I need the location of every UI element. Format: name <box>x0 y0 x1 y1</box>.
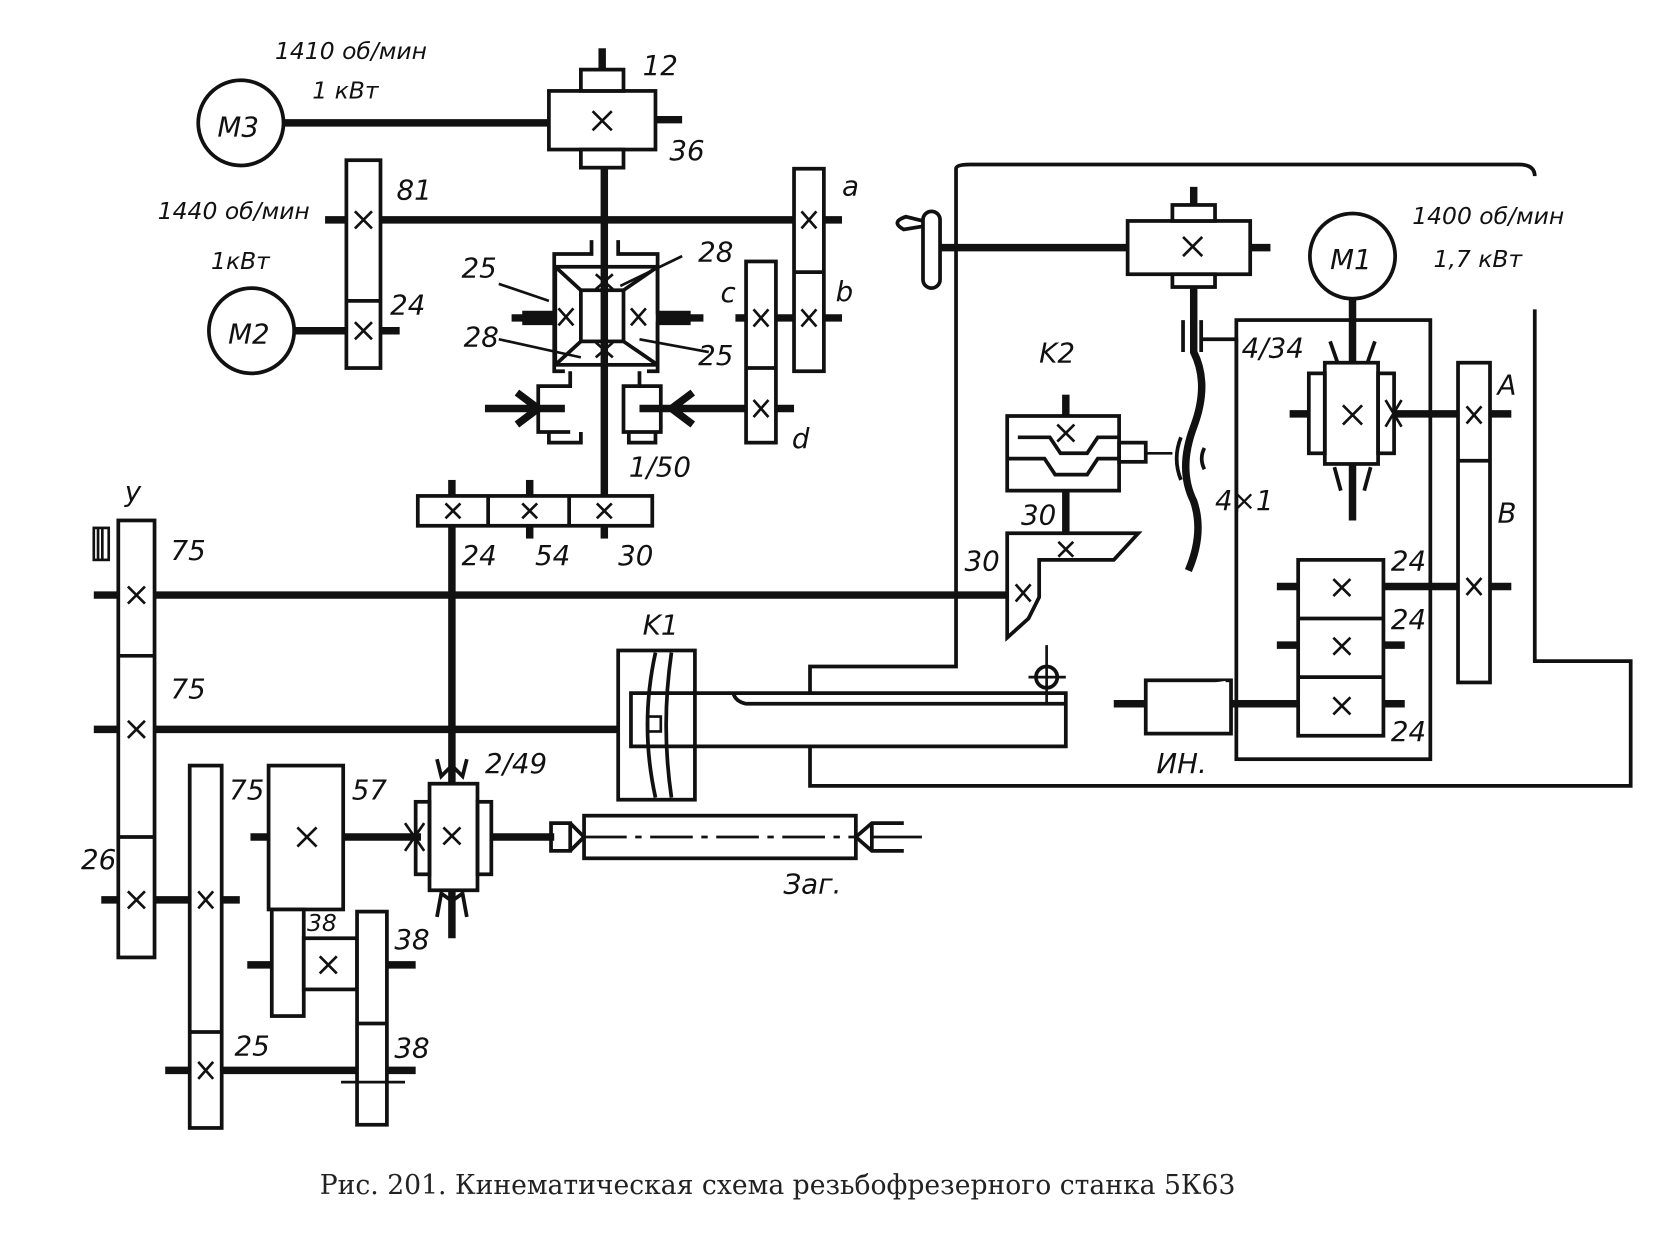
m1-speed: 1400 об/мин <box>1412 202 1564 230</box>
gear-57-38-block <box>247 763 421 1127</box>
workpiece <box>549 813 922 861</box>
differential <box>498 240 710 374</box>
gear-38-a-label: 38 <box>307 909 337 937</box>
gear-57-label: 57 <box>352 774 388 807</box>
worm-2-49-label: 2/49 <box>485 747 547 780</box>
worm-2-49 <box>403 758 555 918</box>
gear-75-25 <box>165 763 358 1130</box>
clutch-k1-label: K1 <box>643 608 679 641</box>
worm-4-34-label: 4/34 <box>1242 331 1304 364</box>
gear-24-row-label: 24 <box>461 539 496 572</box>
gear-25-label: 25 <box>234 1029 269 1062</box>
motor-m3: M3 <box>196 78 286 168</box>
m2-speed: 1440 об/мин <box>158 197 310 225</box>
gear-24-r1-label: 24 <box>1391 545 1426 578</box>
m2-power: 1кВт <box>211 247 271 275</box>
handwheel[interactable] <box>895 209 1128 290</box>
screw-4x1-label: 4×1 <box>1215 484 1273 517</box>
change-gear-c: c <box>720 276 735 309</box>
gear-row-24-54-30 <box>415 479 655 539</box>
clutch-k1 <box>616 648 697 802</box>
worm-gear-top-right <box>1125 186 1271 573</box>
change-gear-A: A <box>1495 369 1516 402</box>
change-gears-AB <box>1456 360 1512 685</box>
motor-m1: M1 <box>1308 211 1398 301</box>
gear-pair-81-24 <box>325 158 400 370</box>
gear-24-m2-label: 24 <box>390 289 425 322</box>
clutch-k2 <box>1005 394 1173 534</box>
gear-75-c-label: 75 <box>229 774 264 807</box>
bevel-30-b-label: 30 <box>965 545 1000 578</box>
gear-24-r3-label: 24 <box>1391 715 1426 748</box>
change-gear-y: у <box>124 475 142 508</box>
gear-train-y <box>92 518 157 960</box>
change-gear-b: b <box>836 275 854 308</box>
gear-54-row-label: 54 <box>535 539 570 572</box>
worm-1-50 <box>484 364 747 496</box>
gear-75-a-label: 75 <box>171 534 206 567</box>
change-gear-a: a <box>842 169 859 202</box>
gear-38-c-label: 38 <box>394 1032 429 1065</box>
diff-gear-25-b: 25 <box>698 339 733 372</box>
svg-text:M2: M2 <box>228 318 270 351</box>
indexing-label: ИН. <box>1156 747 1206 780</box>
worm-m1 <box>1289 298 1459 521</box>
gear-24-r2-label: 24 <box>1391 603 1426 636</box>
svg-text:M1: M1 <box>1330 243 1372 276</box>
svg-text:M3: M3 <box>217 111 259 144</box>
carriage-slide <box>629 162 1633 788</box>
indexing-cam <box>1113 678 1299 736</box>
m3-speed: 1410 об/мин <box>275 37 427 65</box>
clutch-k2-label: K2 <box>1039 337 1075 370</box>
diff-gear-28-a: 28 <box>698 235 733 268</box>
m1-power: 1,7 кВт <box>1434 245 1524 273</box>
motor-m2: M2 <box>207 286 297 376</box>
gear-12-label: 12 <box>643 49 678 82</box>
gear-26-label: 26 <box>81 843 116 876</box>
gear-75-b-label: 75 <box>171 672 206 705</box>
workpiece-label: Заг. <box>783 867 841 900</box>
change-gear-B: B <box>1497 497 1516 530</box>
bevel-30-a-label: 30 <box>1021 499 1056 532</box>
gear-38-b-label: 38 <box>394 923 429 956</box>
bevel-gears-30-30 <box>1005 531 1143 642</box>
diff-gear-28-b: 28 <box>464 321 499 354</box>
gearbox-housing <box>1234 318 1433 762</box>
gear-block-24x3 <box>1276 558 1459 738</box>
gear-36-label: 36 <box>669 134 704 167</box>
gear-30-row-label: 30 <box>618 539 653 572</box>
worm-1-50-label: 1/50 <box>629 451 691 484</box>
m3-power: 1 кВт <box>312 76 380 104</box>
change-gear-d: d <box>792 422 810 455</box>
change-gears-abcd <box>735 166 842 445</box>
diff-gear-25-a: 25 <box>461 251 496 284</box>
gear-81-label: 81 <box>396 174 431 207</box>
figure-caption: Рис. 201. Кинематическая схема резьбофре… <box>320 1170 1236 1201</box>
